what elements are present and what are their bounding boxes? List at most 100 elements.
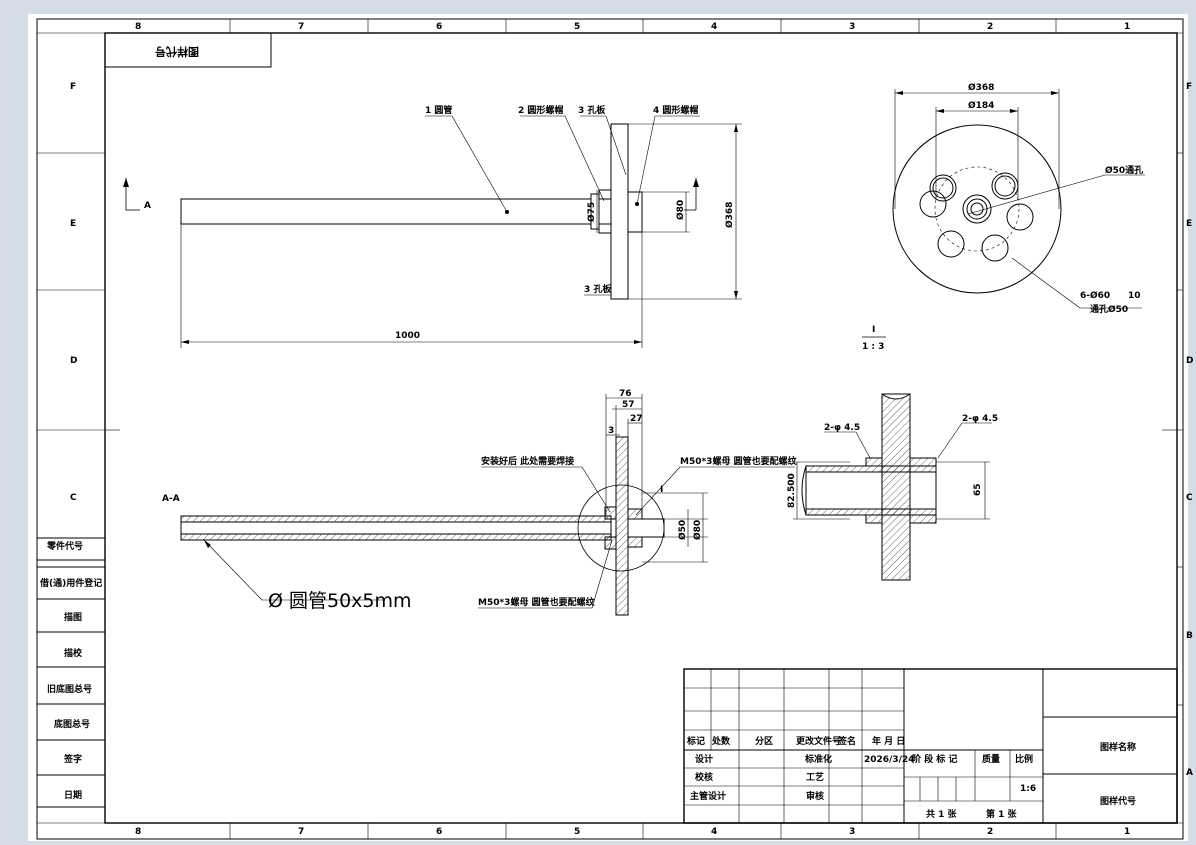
left-part-code: 零件代号: [46, 540, 83, 552]
dim-section-80: Ø80: [692, 520, 703, 540]
col-bot-8: 1: [1124, 827, 1130, 837]
detail-view-labels: 2-φ 4.5 2-φ 4.5 82.500 65: [787, 414, 998, 508]
tb-standard: 标准化: [804, 753, 832, 765]
tb-signature: 签名: [837, 735, 856, 747]
section-view: [180, 394, 795, 616]
row-left-D: D: [70, 356, 77, 366]
tb-count: 处数: [711, 735, 731, 747]
dim-center-hole: Ø50通孔: [1105, 164, 1143, 176]
detail-ref: I: [660, 485, 663, 495]
left-borrowed-reg: 借(通)用件登记: [39, 577, 102, 589]
zone-columns: [37, 19, 1183, 839]
left-column-labels: 零件代号 借(通)用件登记 描图 描校 旧底图总号 底图总号 签字 日期: [39, 540, 102, 801]
row-left-E: E: [70, 219, 76, 229]
title-block-labels: 标记 处数 分区 更改文件号 签名 年 月 日 设计 标准化 2026/3/24…: [686, 735, 1136, 820]
callout-plate-3b: 3 孔板: [584, 283, 612, 295]
dim-plate-dia: Ø368: [724, 202, 735, 228]
left-column-block: [37, 537, 105, 808]
pipe-spec-label: Ø 圆管50x5mm: [268, 590, 412, 612]
tb-design-date: 2026/3/24: [864, 755, 914, 765]
tb-zone: 分区: [755, 735, 773, 747]
scale-note-num: I: [872, 325, 875, 335]
note-weld: 安装好后 此处需要焊接: [481, 455, 574, 467]
pcd-circle: [934, 166, 1020, 252]
dim-holes-line1: 6-Ø60: [1080, 290, 1110, 301]
dim-57: 57: [622, 400, 635, 410]
row-right-F: F: [1186, 82, 1192, 92]
col-top-7: 2: [987, 22, 993, 32]
dim-right-hole: 2-φ 4.5: [962, 414, 998, 424]
dim-27: 27: [630, 414, 643, 424]
dim-right-height: 65: [973, 483, 983, 496]
row-left-C: C: [70, 493, 77, 503]
tb-sheet-no: 第 1 张: [986, 808, 1018, 820]
front-view: [123, 115, 742, 348]
dim-section-50: Ø50: [677, 520, 688, 540]
col-bot-5: 4: [711, 827, 717, 837]
section-title: A-A: [162, 494, 180, 504]
tb-review: 审核: [806, 790, 824, 802]
col-top-1: 8: [135, 22, 141, 32]
section-view-labels: A-A 安装好后 此处需要焊接 M50*3螺母 圆管也要配螺纹 M50*3螺母 …: [162, 389, 798, 612]
col-bot-7: 2: [987, 827, 993, 837]
row-right-B: B: [1186, 631, 1193, 641]
tb-stage-mark: 阶 段 标 记: [912, 753, 957, 765]
callout-plate-3: 3 孔板: [578, 104, 606, 116]
col-bot-6: 3: [849, 827, 855, 837]
paper: [28, 14, 1188, 841]
row-right-E: E: [1186, 219, 1192, 229]
callout-round-nut-4: 4 圆形螺帽: [653, 104, 698, 116]
side-view: [892, 89, 1145, 309]
dim-3: 3: [608, 426, 614, 436]
nut-right: [627, 191, 643, 233]
col-top-5: 4: [711, 22, 717, 32]
left-trace-check: 描校: [64, 647, 83, 659]
scale-note-den: 1 : 3: [862, 342, 884, 352]
dim-pipe-dia: Ø75: [586, 202, 597, 222]
tb-check: 校核: [695, 771, 713, 783]
zone-column-labels: 8 7 6 5 4 3 2 1 8 7 6 5 4 3 2 1: [135, 22, 1130, 837]
row-right-C: C: [1186, 493, 1193, 503]
col-top-6: 3: [849, 22, 855, 32]
col-bot-4: 5: [574, 827, 580, 837]
zone-row-labels: F E D C F E D C B A: [70, 82, 1193, 778]
dim-holes-depth: 10: [1128, 291, 1141, 301]
left-tracing: 描图: [64, 611, 82, 623]
tb-drawing-name: 图样名称: [1100, 741, 1136, 753]
inner-frame: [104, 32, 1178, 824]
side-view-labels: Ø368 Ø184 Ø50通孔 6-Ø60 10 通孔Ø50: [968, 82, 1143, 315]
front-view-labels: 1 圆管 2 圆形螺帽 3 孔板 4 圆形螺帽 3 孔板 1000 Ø75 Ø8…: [144, 104, 735, 341]
section-marker-left: A: [144, 201, 151, 211]
tb-change-doc: 更改文件号: [796, 735, 841, 747]
tb-scale-value: 1:6: [1020, 784, 1036, 794]
note-thread-bottom: M50*3螺母 圆管也要配螺纹: [478, 596, 596, 608]
col-top-3: 6: [436, 22, 442, 32]
dim-holes-line2: 通孔Ø50: [1090, 303, 1128, 315]
col-bot-2: 7: [298, 827, 304, 837]
tb-mark: 标记: [686, 735, 705, 747]
tb-scale-label: 比例: [1015, 753, 1033, 765]
left-old-base-no: 旧底图总号: [47, 683, 92, 695]
callout-pipe: 1 圆管: [425, 104, 452, 116]
dim-length: 1000: [395, 331, 420, 341]
dim-pcd: Ø184: [968, 100, 994, 111]
dim-left-hole: 2-φ 4.5: [824, 423, 860, 433]
tb-mass: 质量: [982, 753, 1000, 765]
left-signature: 签字: [63, 753, 82, 765]
dim-outer-dia: Ø368: [968, 82, 994, 93]
title-block: [683, 668, 1178, 824]
detail-view: [793, 393, 992, 581]
tb-date: 年 月 日: [872, 735, 905, 747]
detail-circle: [577, 484, 665, 572]
dim-left-height: 82.500: [787, 473, 797, 508]
col-bot-3: 6: [436, 827, 442, 837]
row-right-A: A: [1186, 768, 1193, 778]
col-top-8: 1: [1124, 22, 1130, 32]
tb-design: 设计: [695, 753, 713, 765]
dim-nut-dia: Ø80: [675, 200, 686, 220]
row-right-D: D: [1186, 356, 1193, 366]
note-thread-right: M50*3螺母 圆管也要配螺纹: [680, 455, 798, 467]
dim-76: 76: [619, 389, 632, 399]
mirrored-drawing-code: 图样代号: [155, 45, 199, 59]
